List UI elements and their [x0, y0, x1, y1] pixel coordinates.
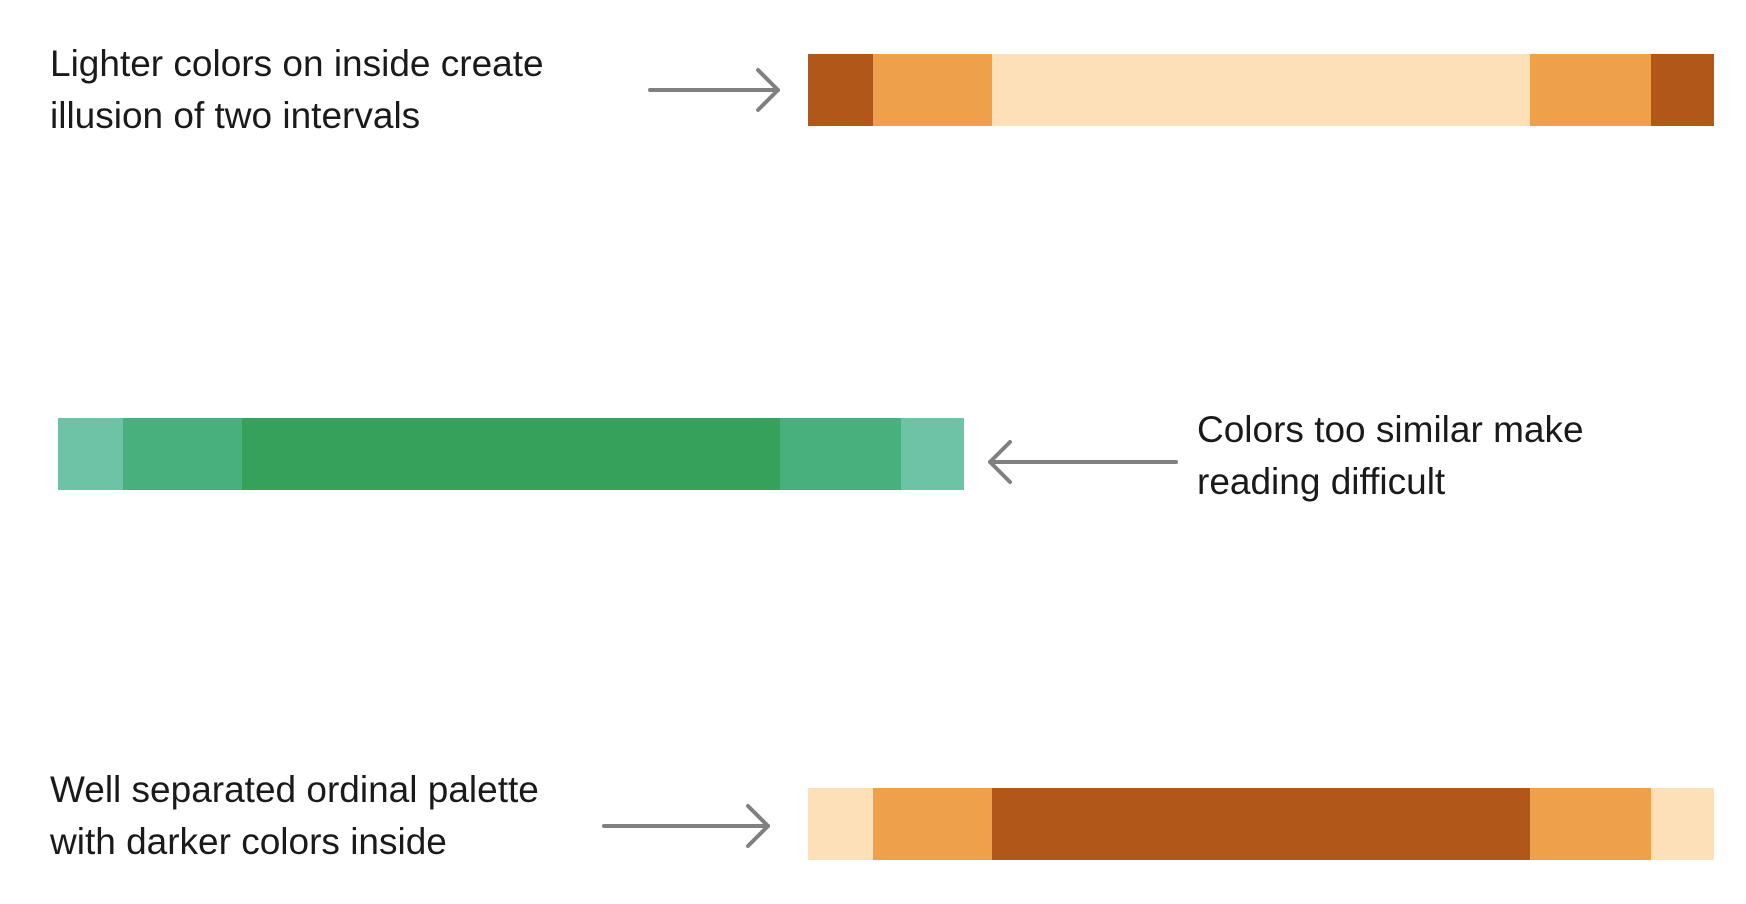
- arrow-right-icon: [648, 68, 780, 112]
- interval-segment-middle-5: [901, 418, 964, 490]
- annotation-middle-line-2: reading difficult: [1197, 461, 1446, 502]
- annotation-top-line-1: Lighter colors on inside create: [50, 43, 544, 84]
- interval-segment-bottom-3: [991, 788, 1531, 860]
- interval-segment-middle-4: [780, 418, 902, 490]
- annotation-bottom-line-1: Well separated ordinal palette: [50, 769, 539, 810]
- annotation-top: Lighter colors on inside create illusion…: [50, 38, 544, 142]
- arrow-left-icon: [988, 440, 1178, 484]
- annotation-bottom: Well separated ordinal palette with dark…: [50, 764, 539, 868]
- interval-segment-middle-2: [123, 418, 242, 490]
- interval-segment-middle-3: [241, 418, 781, 490]
- interval-segment-bottom-5: [1651, 788, 1714, 860]
- interval-segment-top-2: [873, 54, 992, 126]
- interval-bar-bottom: [808, 788, 1714, 860]
- annotation-bottom-line-2: with darker colors inside: [50, 821, 447, 862]
- annotation-top-line-2: illusion of two intervals: [50, 95, 421, 136]
- arrow-right-icon: [602, 804, 770, 848]
- interval-segment-bottom-4: [1530, 788, 1652, 860]
- annotation-middle-line-1: Colors too similar make: [1197, 409, 1584, 450]
- interval-bar-top: [808, 54, 1714, 126]
- annotation-middle: Colors too similar make reading difficul…: [1197, 404, 1584, 508]
- interval-segment-top-5: [1651, 54, 1714, 126]
- interval-segment-top-3: [991, 54, 1531, 126]
- interval-segment-top-4: [1530, 54, 1652, 126]
- interval-segment-bottom-1: [808, 788, 874, 860]
- interval-segment-top-1: [808, 54, 874, 126]
- interval-segment-bottom-2: [873, 788, 992, 860]
- interval-segment-middle-1: [58, 418, 124, 490]
- interval-bar-middle: [58, 418, 964, 490]
